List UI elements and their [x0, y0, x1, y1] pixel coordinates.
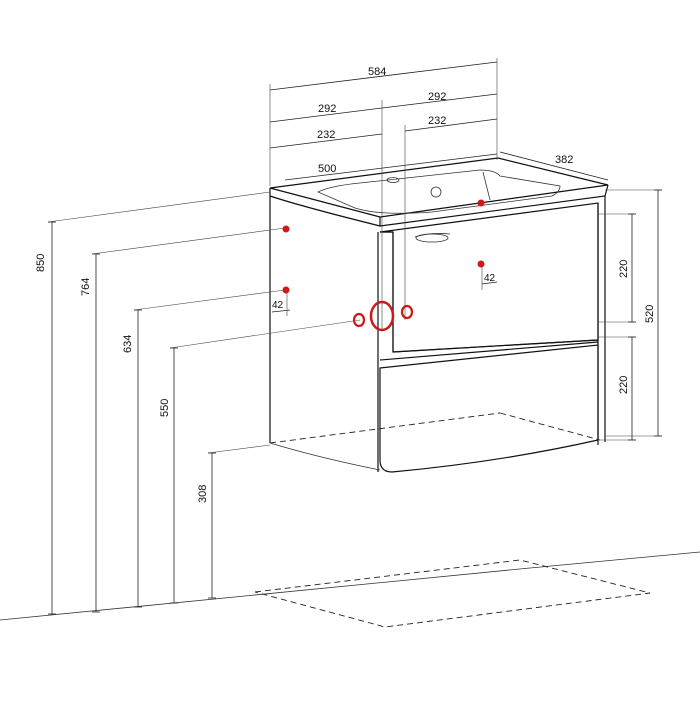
- dim-label-550: 550: [159, 399, 171, 417]
- dim-label-232-right: 232: [428, 115, 446, 127]
- dim-label-850: 850: [35, 254, 47, 272]
- dim-label-520: 520: [644, 305, 656, 323]
- dim-label-292-left: 292: [318, 103, 336, 115]
- dim-label-232-left: 232: [317, 129, 335, 141]
- basin-front-left: [269, 188, 381, 227]
- drain-outlet: [369, 300, 395, 332]
- dim-label-220-bottom: 220: [618, 376, 630, 394]
- pipe-offset-dimensions: 42 42: [271, 265, 498, 316]
- dim-line-42-right: [481, 281, 498, 285]
- connection-markers: [282, 199, 485, 332]
- dim-line-500: [284, 153, 498, 181]
- marker-dot-2: [282, 286, 290, 294]
- cabinet-body: [269, 157, 609, 473]
- dim-label-634: 634: [122, 335, 134, 353]
- siphon-ellipse: [415, 233, 449, 243]
- dim-line-292-right: [381, 93, 498, 109]
- drawer-bottom: [379, 344, 599, 473]
- water-inlet-right: [400, 304, 414, 320]
- dim-label-308: 308: [197, 485, 209, 503]
- dim-line-232-right: [404, 118, 498, 132]
- tap-hole: [386, 177, 400, 183]
- marker-dot-3: [477, 199, 485, 207]
- wall-floor-line-2: [529, 551, 700, 569]
- dim-label-584: 584: [368, 66, 386, 78]
- dim-line-382: [499, 151, 609, 181]
- drain-hole: [430, 186, 442, 198]
- dim-label-42-left: 42: [272, 300, 284, 311]
- dimension-ticks: [48, 189, 662, 615]
- drawer-gap: [392, 339, 599, 353]
- bottom-right-edge: [499, 412, 601, 441]
- dim-line-584: [269, 61, 498, 91]
- drawer-gap-2: [379, 341, 599, 361]
- dim-label-382: 382: [555, 154, 573, 166]
- dim-label-764: 764: [80, 278, 92, 296]
- basin-bowl: [317, 169, 561, 214]
- dim-label-42-right: 42: [484, 273, 496, 284]
- top-dimensions: 584 292 292 232 232 500 382: [269, 58, 609, 330]
- marker-dot-1: [282, 225, 290, 233]
- basin-inner-edge: [482, 171, 491, 201]
- bottom-left-curve: [269, 442, 381, 471]
- height-dimensions: 850 764 634 550 308: [35, 191, 361, 614]
- dim-label-292-right: 292: [428, 91, 446, 103]
- dim-line-292-left: [269, 107, 383, 123]
- basin-front-right: [379, 184, 609, 227]
- floor-footprint: [254, 559, 651, 628]
- water-inlet-left: [352, 312, 366, 328]
- dim-label-500: 500: [318, 163, 336, 175]
- bottom-back-edge: [269, 412, 501, 444]
- right-dimensions: 220 220 520: [598, 189, 662, 441]
- marker-dot-4: [477, 260, 485, 268]
- dim-line-232-left: [269, 133, 383, 149]
- dim-label-220-top: 220: [618, 260, 630, 278]
- wall-floor-line: [0, 567, 531, 621]
